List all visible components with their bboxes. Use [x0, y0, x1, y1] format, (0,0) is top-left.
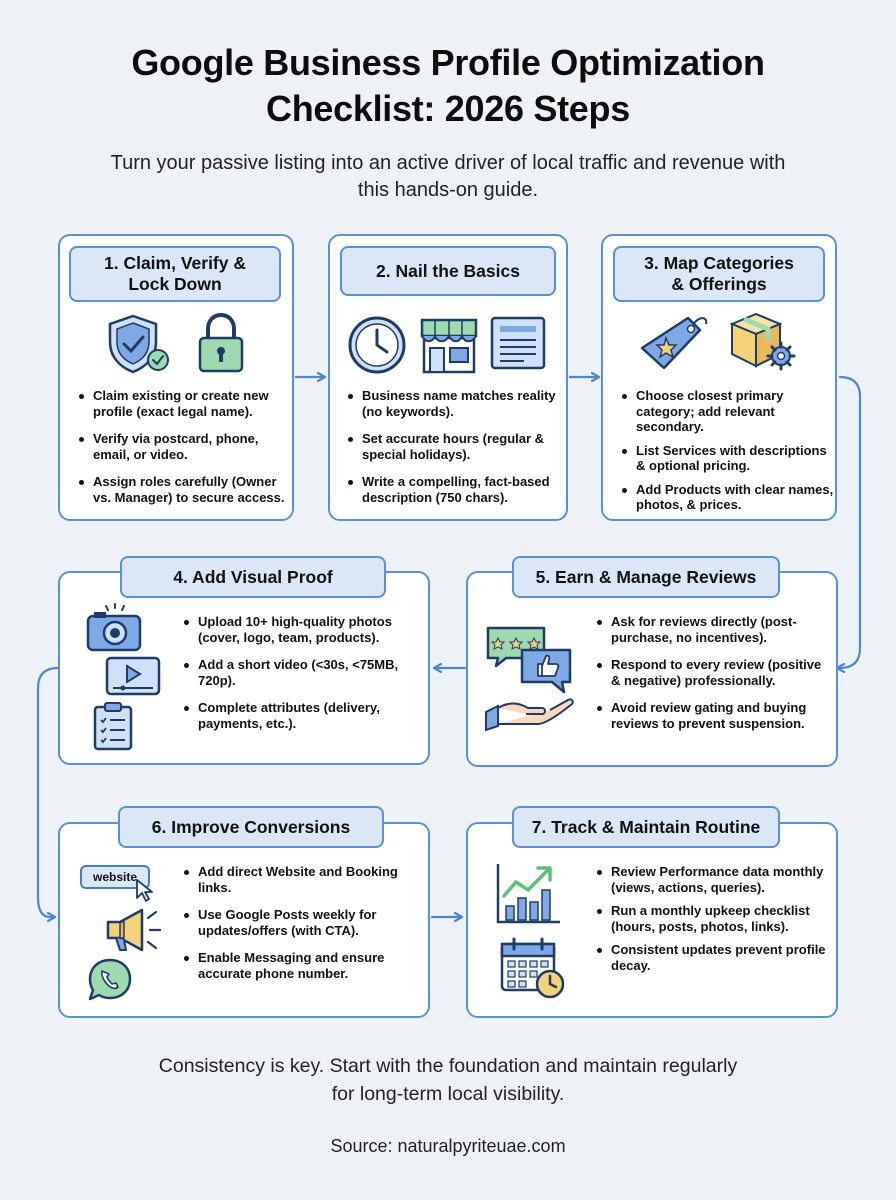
list-item: Avoid review gating and buying reviews t… [595, 700, 831, 731]
step-6-bullets: Add direct Website and Booking links. Us… [182, 864, 422, 993]
step-3-heading-line-1: 3. Map Categories [644, 253, 794, 273]
cursor-icon [136, 879, 153, 902]
step-1-heading-line-1: 1. Claim, Verify & [103, 253, 246, 273]
list-item: List Services with descriptions & option… [620, 443, 836, 474]
padlock-icon [198, 312, 244, 373]
list-item: Claim existing or create new profile (ex… [77, 388, 292, 419]
arrow-4-to-6 [36, 666, 60, 917]
step-4-bullets: Upload 10+ high-quality photos (cover, l… [182, 614, 422, 743]
source-credit: Source: naturalpyriteuae.com [330, 1136, 566, 1156]
storefront-icon [420, 318, 478, 374]
list-item: Add a short video (<30s, <75MB, 720p). [182, 657, 422, 688]
step-7-heading: 7. Track & Maintain Routine [512, 806, 780, 848]
list-item: Assign roles carefully (Owner vs. Manage… [77, 474, 292, 505]
step-5-heading: 5. Earn & Manage Reviews [512, 556, 780, 598]
step-2-bullets: Business name matches reality (no keywor… [346, 388, 564, 517]
subtitle: Turn your passive listing into an active… [110, 152, 786, 201]
footer-note: Consistency is key. Start with the found… [60, 1052, 836, 1108]
price-tag-icon [640, 316, 708, 370]
list-item: Run a monthly upkeep checklist (hours, p… [595, 903, 831, 934]
step-7-bullets: Review Performance data monthly (views, … [595, 864, 831, 981]
list-item: Add Products with clear names, photos, &… [620, 482, 836, 513]
list-item: Add direct Website and Booking links. [182, 864, 422, 895]
step-1-bullets: Claim existing or create new profile (ex… [77, 388, 292, 517]
step-2-heading: 2. Nail the Basics [340, 246, 556, 296]
footer-line-1: Consistency is key. Start with the found… [158, 1055, 738, 1077]
list-item: Choose closest primary category; add rel… [620, 388, 836, 435]
list-item: Respond to every review (positive & nega… [595, 657, 831, 688]
list-item: Consistent updates prevent profile decay… [595, 942, 831, 973]
step-3-bullets: Choose closest primary category; add rel… [620, 388, 836, 521]
list-item: Verify via postcard, phone, email, or vi… [77, 431, 292, 462]
step-4-heading: 4. Add Visual Proof [120, 556, 386, 598]
calendar-clock-icon [500, 937, 565, 999]
list-item: Use Google Posts weekly for updates/offe… [182, 907, 422, 938]
footer-line-2: for long-term local visibility. [331, 1083, 565, 1105]
video-player-icon [105, 656, 161, 696]
camera-icon [86, 603, 142, 652]
step-6-heading: 6. Improve Conversions [118, 806, 384, 848]
review-stars-hand-icon [485, 626, 574, 732]
step-3-heading-line-2: & Offerings [671, 274, 767, 294]
shield-check-icon [108, 314, 169, 374]
list-item: Upload 10+ high-quality photos (cover, l… [182, 614, 422, 645]
step-5-bullets: Ask for reviews directly (post-purchase,… [595, 614, 831, 743]
list-item: Complete attributes (delivery, payments,… [182, 700, 422, 731]
title-line-1: Google Business Profile Optimization [131, 42, 765, 83]
step-1-heading: 1. Claim, Verify & Lock Down [69, 246, 281, 302]
document-icon [490, 316, 546, 370]
list-item: Write a compelling, fact-based descripti… [346, 474, 564, 505]
step-3-heading: 3. Map Categories & Offerings [613, 246, 825, 302]
box-gear-icon [729, 312, 796, 371]
growth-chart-icon [496, 864, 560, 924]
list-item: Enable Messaging and ensure accurate pho… [182, 950, 422, 981]
website-tag: website [80, 865, 150, 889]
list-item: Review Performance data monthly (views, … [595, 864, 831, 895]
chat-phone-icon [88, 958, 132, 1001]
page-title: Google Business Profile Optimization Che… [0, 40, 896, 132]
list-item: Business name matches reality (no keywor… [346, 388, 564, 419]
list-item: Set accurate hours (regular & special ho… [346, 431, 564, 462]
arrow-3-to-5 [838, 375, 862, 668]
title-line-2: Checklist: 2026 Steps [266, 88, 630, 129]
clipboard-checklist-icon [93, 702, 133, 751]
megaphone-icon [106, 908, 162, 952]
step-1-heading-line-2: Lock Down [128, 274, 222, 294]
clock-icon [348, 316, 406, 374]
list-item: Ask for reviews directly (post-purchase,… [595, 614, 831, 645]
